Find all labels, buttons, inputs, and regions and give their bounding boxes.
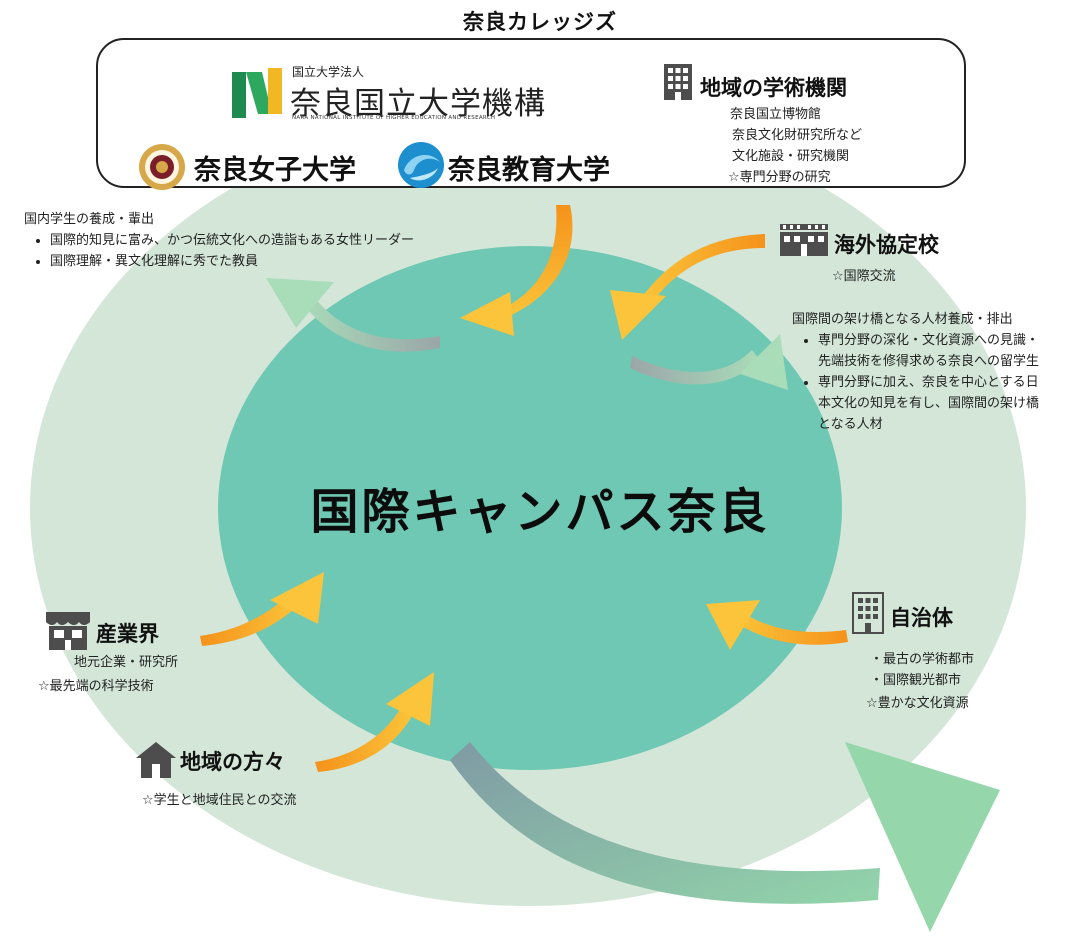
nara-colleges-title: 奈良カレッジズ: [463, 10, 617, 34]
shop-icon: [46, 612, 90, 650]
arrow-center-to-international: [630, 334, 788, 390]
nara-institute-small-label: 国立大学法人: [292, 65, 365, 79]
womens-university-crest-icon: [139, 144, 185, 190]
domestic-bullets: 国際的知見に富み、かつ伝統文化への造詣もある女性リーダー 国際理解・異文化理解に…: [30, 230, 414, 272]
education-university-logo-icon: [398, 142, 444, 188]
education-university-name: 奈良教育大学: [448, 155, 610, 186]
academic-item: 奈良文化財研究所など: [732, 128, 863, 143]
arrow-municipality-to-center: [706, 600, 848, 650]
domestic-bullet: 国際理解・異文化理解に秀でた教員: [50, 251, 414, 272]
municipality-item: ☆豊かな文化資源: [866, 696, 969, 711]
womens-university-name: 奈良女子大学: [194, 155, 356, 186]
academic-list: 奈良国立博物館 奈良文化財研究所など 文化施設・研究機関 ☆専門分野の研究: [728, 104, 863, 188]
office-building-icon: [852, 592, 884, 634]
community-title: 地域の方々: [180, 750, 285, 774]
arrow-industry-to-center: [200, 572, 324, 646]
municipality-item: ・最古の学術都市: [870, 652, 975, 667]
industry-title: 産業界: [96, 622, 159, 646]
house-icon: [136, 742, 176, 778]
academic-item: 文化施設・研究機関: [732, 149, 850, 164]
international-bullets: 専門分野の深化・文化資源への見識・先端技術を修得求める奈良への留学生 専門分野に…: [798, 330, 1039, 435]
school-building-icon: [780, 224, 828, 256]
arrow-center-to-domestic: [266, 278, 440, 352]
overseas-note: ☆国際交流: [832, 269, 896, 284]
domestic-title: 国内学生の養成・輩出: [24, 212, 155, 227]
academic-item: ☆専門分野の研究: [728, 170, 831, 185]
arrow-colleges-to-center: [460, 205, 573, 336]
arrow-overseas-to-center: [610, 234, 765, 340]
international-bullet: 専門分野の深化・文化資源への見識・先端技術を修得求める奈良への留学生: [818, 330, 1039, 372]
building-icon: [664, 64, 692, 100]
nara-institute-name: 奈良国立大学機構: [290, 86, 546, 122]
academic-item: 奈良国立博物館: [730, 107, 822, 122]
overseas-title: 海外協定校: [834, 233, 939, 257]
nara-institute-logo-icon: [232, 68, 282, 118]
domestic-bullet: 国際的知見に富み、かつ伝統文化への造詣もある女性リーダー: [50, 230, 414, 251]
nara-institute-english: NARA NATIONAL INSTITUTE OF HIGHER EDUCAT…: [292, 115, 496, 121]
international-title: 国際間の架け橋となる人材養成・排出: [792, 312, 1013, 327]
industry-item: 地元企業・研究所: [74, 655, 179, 670]
arrow-community-to-center: [315, 672, 434, 772]
industry-item: ☆最先端の科学技術: [38, 679, 154, 694]
municipality-title: 自治体: [890, 606, 953, 630]
big-outflow-arrow: [450, 742, 1000, 932]
community-note: ☆学生と地域住民との交流: [142, 793, 297, 808]
municipality-item: ・国際観光都市: [870, 673, 962, 688]
academic-title: 地域の学術機関: [700, 76, 847, 100]
international-campus-nara-label: 国際キャンパス奈良: [310, 484, 770, 540]
